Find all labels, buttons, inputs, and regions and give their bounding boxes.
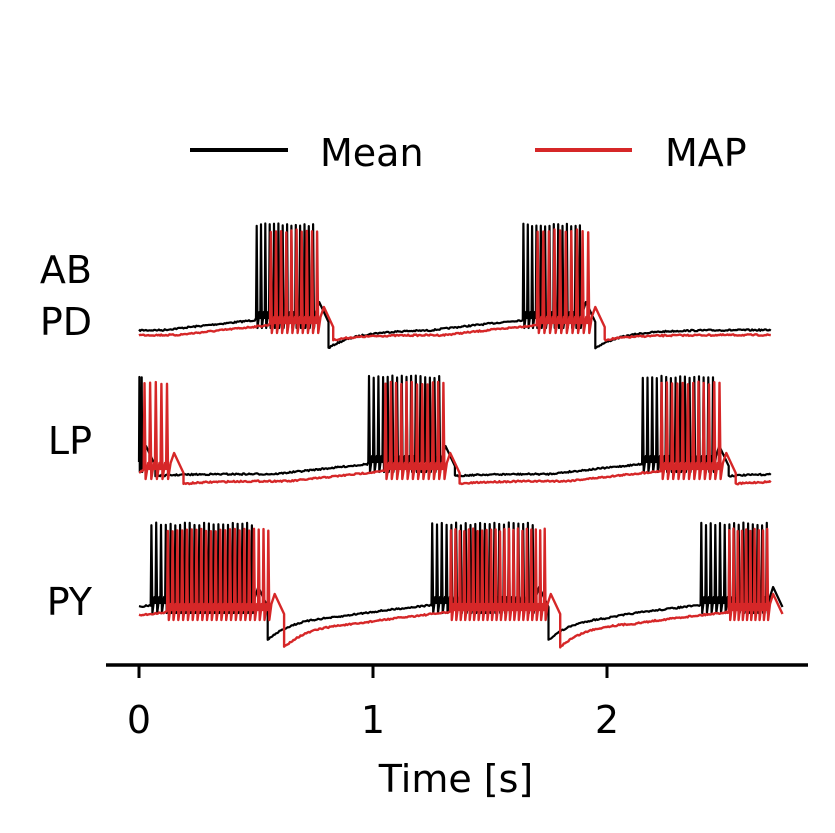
panel-label: PY — [47, 580, 93, 624]
x-tick-label: 2 — [595, 698, 619, 742]
trace-map — [138, 527, 784, 649]
legend-label-mean: Mean — [320, 131, 424, 175]
x-axis-ticks: 0 1 2 — [127, 665, 619, 742]
legend: Mean MAP — [190, 131, 747, 175]
x-tick-label: 1 — [361, 698, 385, 742]
x-axis-label: Time [s] — [378, 757, 534, 801]
x-tick-label: 0 — [127, 698, 151, 742]
trace-map — [138, 228, 771, 342]
panel-lp: LP — [48, 374, 772, 486]
trace-map — [138, 380, 772, 486]
x-axis: 0 1 2 Time [s] — [106, 663, 808, 801]
legend-label-map: MAP — [665, 131, 747, 175]
panel-label: LP — [48, 419, 92, 463]
panel-py: PY — [47, 521, 784, 649]
trace-mean — [138, 222, 772, 350]
